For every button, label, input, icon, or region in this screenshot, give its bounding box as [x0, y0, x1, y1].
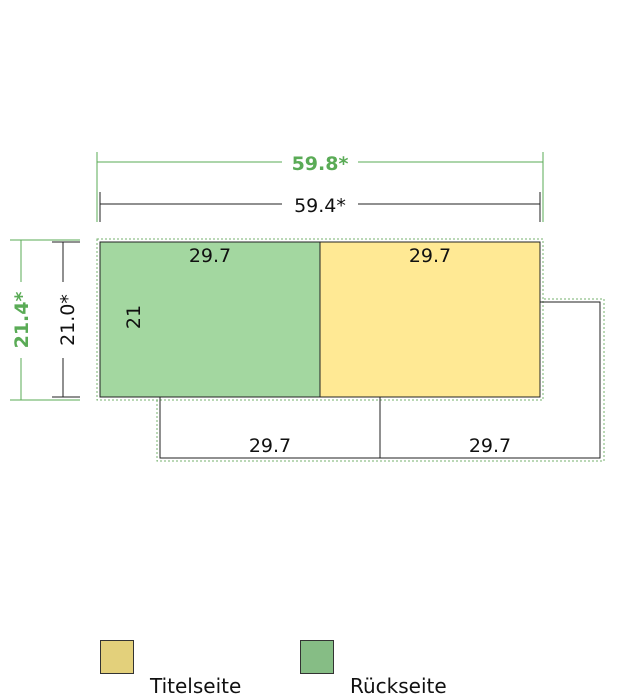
- legend-title-swatch: [100, 640, 134, 674]
- legend-back-page: Rückseite: [300, 640, 447, 696]
- legend-title-label: Titelseite: [150, 674, 242, 698]
- flap-left-width-label: 29.7: [249, 435, 291, 457]
- outer-height-dimension: 21.4*: [10, 239, 80, 401]
- inner-width-label: 59.4*: [294, 195, 346, 217]
- outer-width-label: 59.8*: [292, 153, 349, 175]
- outer-height-label: 21.4*: [11, 292, 33, 349]
- legend-title-page: Titelseite: [100, 640, 241, 696]
- inner-height-label: 21.0*: [57, 294, 79, 346]
- inner-width-dimension: 59.4*: [99, 192, 541, 222]
- title-page-panel: [319, 241, 541, 398]
- legend-back-label: Rückseite: [350, 674, 447, 698]
- title-page-width-label: 29.7: [409, 245, 451, 267]
- back-page-panel: [99, 241, 321, 398]
- back-page-width-label: 29.7: [189, 245, 231, 267]
- main-bleed-outline: [96, 238, 544, 401]
- back-page-height-label: 21: [123, 305, 145, 329]
- inner-height-dimension: 21.0*: [52, 241, 80, 398]
- folding-diagram: 59.8* 59.4* 21.4* 21.0* 29.7 21 29.7 29.…: [10, 152, 605, 462]
- flap-bleed-outline: [156, 298, 605, 462]
- flap-outline: [159, 301, 601, 459]
- outer-width-dimension: 59.8*: [96, 152, 544, 222]
- legend-back-swatch: [300, 640, 334, 674]
- flap-right-width-label: 29.7: [469, 435, 511, 457]
